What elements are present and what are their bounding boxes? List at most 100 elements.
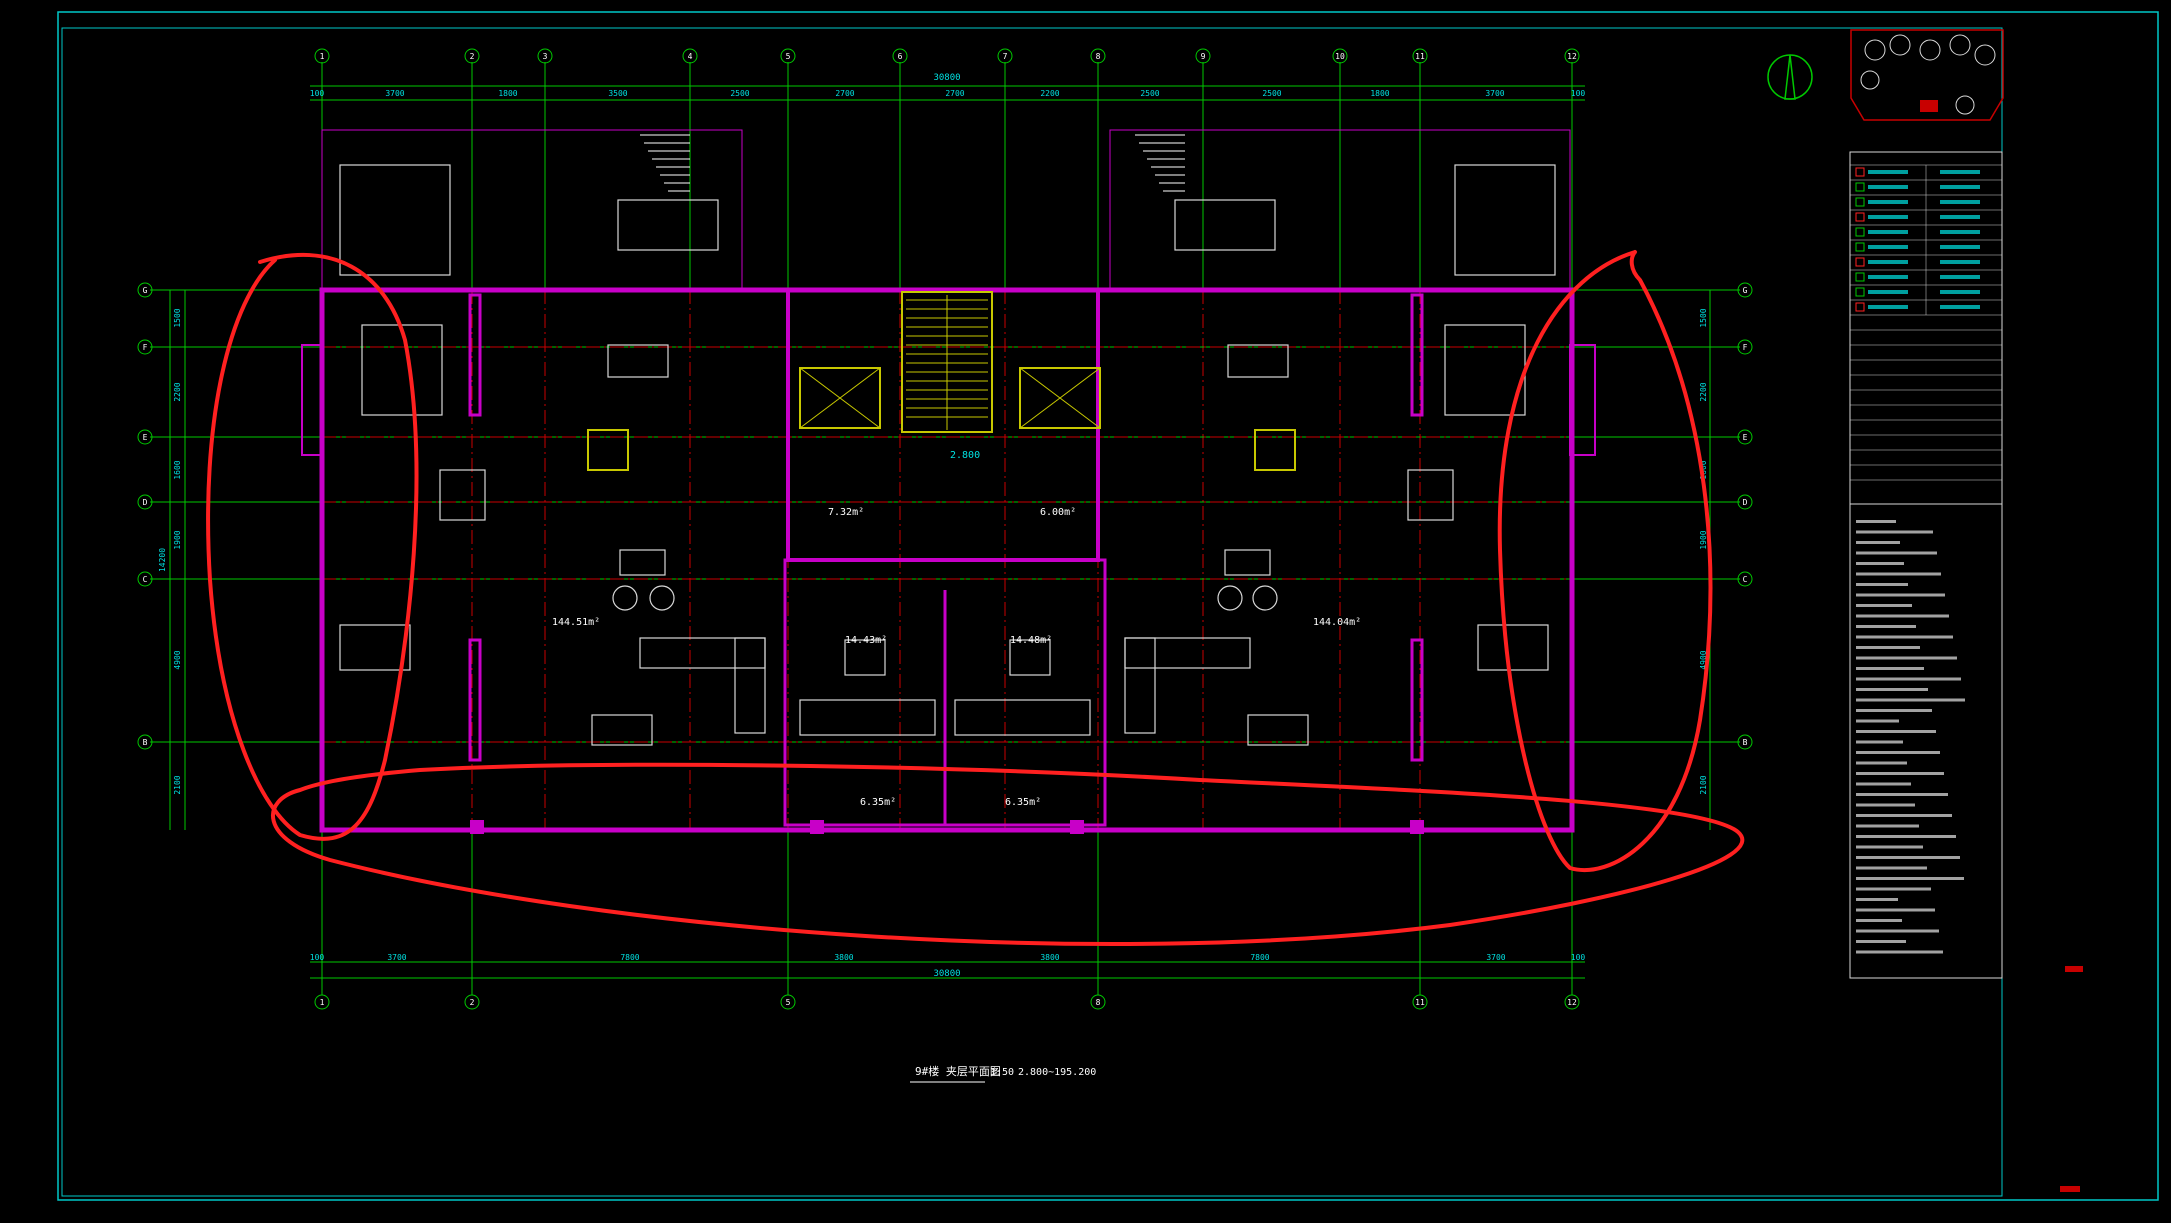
legend-text-stub-b-3 xyxy=(1940,215,1980,219)
note-line-37 xyxy=(1856,908,1935,912)
note-line-12 xyxy=(1856,646,1920,649)
legend-swatch-7 xyxy=(1855,272,1865,282)
table-left-center xyxy=(844,639,886,676)
row-bubble-left-B xyxy=(137,734,153,750)
note-line-1 xyxy=(1856,530,1933,534)
column-2 xyxy=(810,820,824,834)
markup-bottom-loop xyxy=(271,762,1745,947)
center-right-area: 14.48m² xyxy=(1010,635,1052,646)
elevator-left xyxy=(799,367,881,429)
column-3 xyxy=(1070,820,1084,834)
outer-frame xyxy=(57,11,2159,1201)
top-dim-11: 3700 xyxy=(1485,89,1504,98)
stair-right-area: 6.00m² xyxy=(1040,507,1076,518)
round-chair-1 xyxy=(612,585,638,611)
drawing-scale: 1:50 xyxy=(990,1067,1014,1078)
armchair-right xyxy=(1407,469,1454,521)
row-bubble-right-B xyxy=(1737,734,1753,750)
row-bubble-left-F xyxy=(137,339,153,355)
top-dim-5: 2700 xyxy=(835,89,854,98)
column-bubble-top-4 xyxy=(682,48,698,64)
center-sofa-left xyxy=(799,699,936,736)
left-side-wall xyxy=(468,638,482,762)
top-dim-10: 1800 xyxy=(1370,89,1389,98)
legend-text-stub-2 xyxy=(1868,200,1908,204)
elevator-right-cross2 xyxy=(1019,367,1101,429)
left-dim-2: 1600 xyxy=(173,460,182,479)
row-label-right-E: E xyxy=(1743,433,1748,442)
column-1 xyxy=(470,820,484,834)
column-label-top-4: 4 xyxy=(688,52,693,61)
note-line-36 xyxy=(1856,898,1898,901)
coffee-table-left xyxy=(619,549,666,576)
legend-text-stub-b-4 xyxy=(1940,230,1980,234)
top-dim-7: 2200 xyxy=(1040,89,1059,98)
dining-table-left xyxy=(607,344,669,378)
top-dim-1: 3700 xyxy=(385,89,404,98)
column-label-bottom-1: 1 xyxy=(320,998,325,1007)
right-dim-5: 2100 xyxy=(1699,775,1708,794)
right-dim-0: 1500 xyxy=(1699,308,1708,327)
column-label-top-11: 11 xyxy=(1415,52,1425,61)
note-line-2 xyxy=(1856,541,1900,544)
column-bubble-top-7 xyxy=(997,48,1013,64)
note-line-40 xyxy=(1856,940,1906,943)
legend-text-stub-b-2 xyxy=(1940,200,1980,204)
inner-stair-right xyxy=(1254,429,1296,471)
bottom-dim-5: 7800 xyxy=(1250,953,1269,962)
bench-left xyxy=(617,199,719,251)
main-stair xyxy=(901,291,993,433)
left-dim-0: 1500 xyxy=(173,308,182,327)
column-bubble-bottom-11 xyxy=(1412,994,1428,1010)
left-dim-1: 2200 xyxy=(173,382,182,401)
row-label-left-G: G xyxy=(143,286,148,295)
note-line-0 xyxy=(1856,520,1896,523)
row-label-right-F: F xyxy=(1743,343,1748,352)
review-markups xyxy=(206,250,1745,947)
row-label-left-C: C xyxy=(143,575,148,584)
sofa-left-arm xyxy=(734,637,766,734)
column-label-top-1: 1 xyxy=(320,52,325,61)
column-bubble-bottom-12 xyxy=(1564,994,1580,1010)
round-chair-4 xyxy=(1252,585,1278,611)
note-line-35 xyxy=(1856,887,1931,891)
column-bubble-top-2 xyxy=(464,48,480,64)
note-line-3 xyxy=(1856,551,1937,555)
round-chair-3 xyxy=(1217,585,1243,611)
row-bubble-right-C xyxy=(1737,571,1753,587)
column-label-bottom-2: 2 xyxy=(470,998,475,1007)
bottom-dim-7: 100 xyxy=(1571,953,1586,962)
row-label-right-C: C xyxy=(1743,575,1748,584)
inner-stair-left xyxy=(587,429,629,471)
column-label-top-2: 2 xyxy=(470,52,475,61)
legend-text-stub-0 xyxy=(1868,170,1908,174)
room-label-layer: 144.51m² 144.04m² 14.43m² 14.48m² 7.32m²… xyxy=(552,450,1361,808)
tv-cabinet-right xyxy=(1247,714,1309,746)
note-line-29 xyxy=(1856,824,1919,828)
note-line-24 xyxy=(1856,772,1944,775)
top-dim-2: 1800 xyxy=(498,89,517,98)
sofa-right-arm xyxy=(1124,637,1156,734)
left-total-dim: 14200 xyxy=(158,548,167,572)
legend-swatch-8 xyxy=(1855,287,1865,297)
bottom-dim-6: 3700 xyxy=(1486,953,1505,962)
bottom-dim-1: 3700 xyxy=(387,953,406,962)
note-line-30 xyxy=(1856,835,1956,838)
legend-swatch-6 xyxy=(1855,257,1865,267)
column-bubble-bottom-1 xyxy=(314,994,330,1010)
column-label-top-7: 7 xyxy=(1003,52,1008,61)
column-bubble-top-12 xyxy=(1564,48,1580,64)
note-line-26 xyxy=(1856,793,1948,796)
note-line-5 xyxy=(1856,572,1941,576)
sheet-number-stamp xyxy=(2060,1186,2080,1192)
row-label-right-G: G xyxy=(1743,286,1748,295)
sheet-stamp xyxy=(2065,966,2083,972)
column-bubble-top-5 xyxy=(780,48,796,64)
top-dim-12: 100 xyxy=(1571,89,1586,98)
dining-table-right xyxy=(1227,344,1289,378)
column-label-top-10: 10 xyxy=(1335,52,1345,61)
note-line-21 xyxy=(1856,740,1903,744)
note-line-41 xyxy=(1856,950,1943,954)
